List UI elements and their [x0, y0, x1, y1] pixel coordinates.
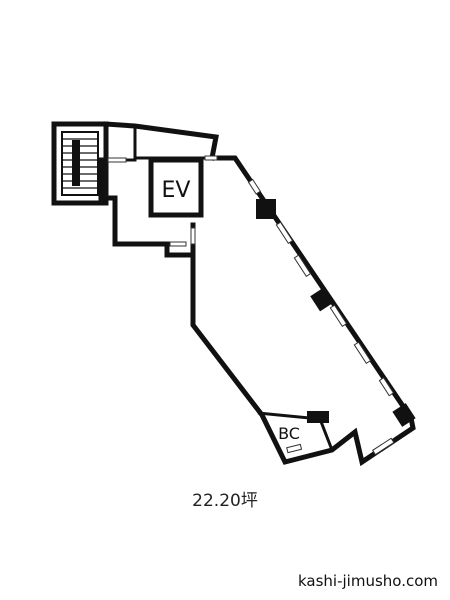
- window: [247, 178, 262, 195]
- elevator-shaft: [148, 157, 204, 218]
- stair-handrail: [72, 140, 80, 186]
- window: [169, 241, 187, 247]
- column: [310, 288, 332, 312]
- office-outer-wall: [190, 155, 416, 467]
- window: [293, 254, 312, 278]
- window: [107, 157, 127, 163]
- stair-enclosure: [51, 121, 109, 206]
- area-label: 22.20坪: [192, 491, 258, 511]
- site-url: kashi-jimusho.com: [297, 572, 438, 590]
- window: [378, 377, 395, 397]
- column: [256, 199, 276, 219]
- window: [190, 227, 196, 245]
- stair-inner: [61, 131, 99, 196]
- window: [329, 304, 348, 328]
- window: [286, 443, 303, 454]
- window: [275, 221, 294, 245]
- window: [353, 341, 372, 365]
- bc-label: BC: [278, 424, 300, 443]
- window: [204, 155, 218, 161]
- window: [371, 437, 395, 456]
- ev-label: EV: [162, 178, 191, 203]
- windows: [107, 155, 395, 456]
- column: [392, 403, 416, 427]
- column: [307, 411, 329, 423]
